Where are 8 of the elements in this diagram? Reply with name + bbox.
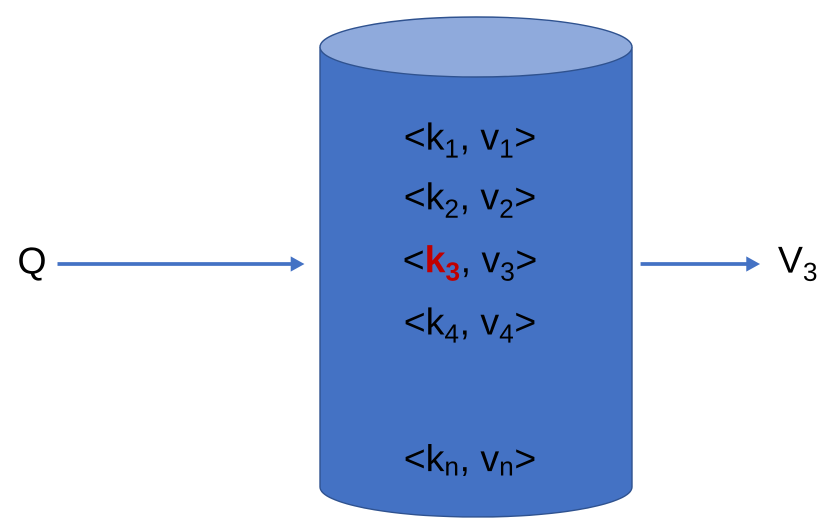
key-value-pair: <k$_{3}$, v$_{3}$>: [404, 245, 536, 281]
key-value-pair: <k$_{4}$, v$_{4}$>: [406, 307, 534, 343]
text-label: V$_{3}$: [778, 246, 816, 282]
key-value-pair: <k$_{2}$, v$_{2}$>: [406, 182, 534, 218]
text-label: Q: [19, 247, 45, 281]
database-cylinder: [319, 16, 633, 518]
key-value-pair: <k$_{1}$, v$_{1}$>: [406, 122, 534, 158]
key-value-pair: <k$_{n}$, v$_{n}$>: [406, 444, 534, 476]
